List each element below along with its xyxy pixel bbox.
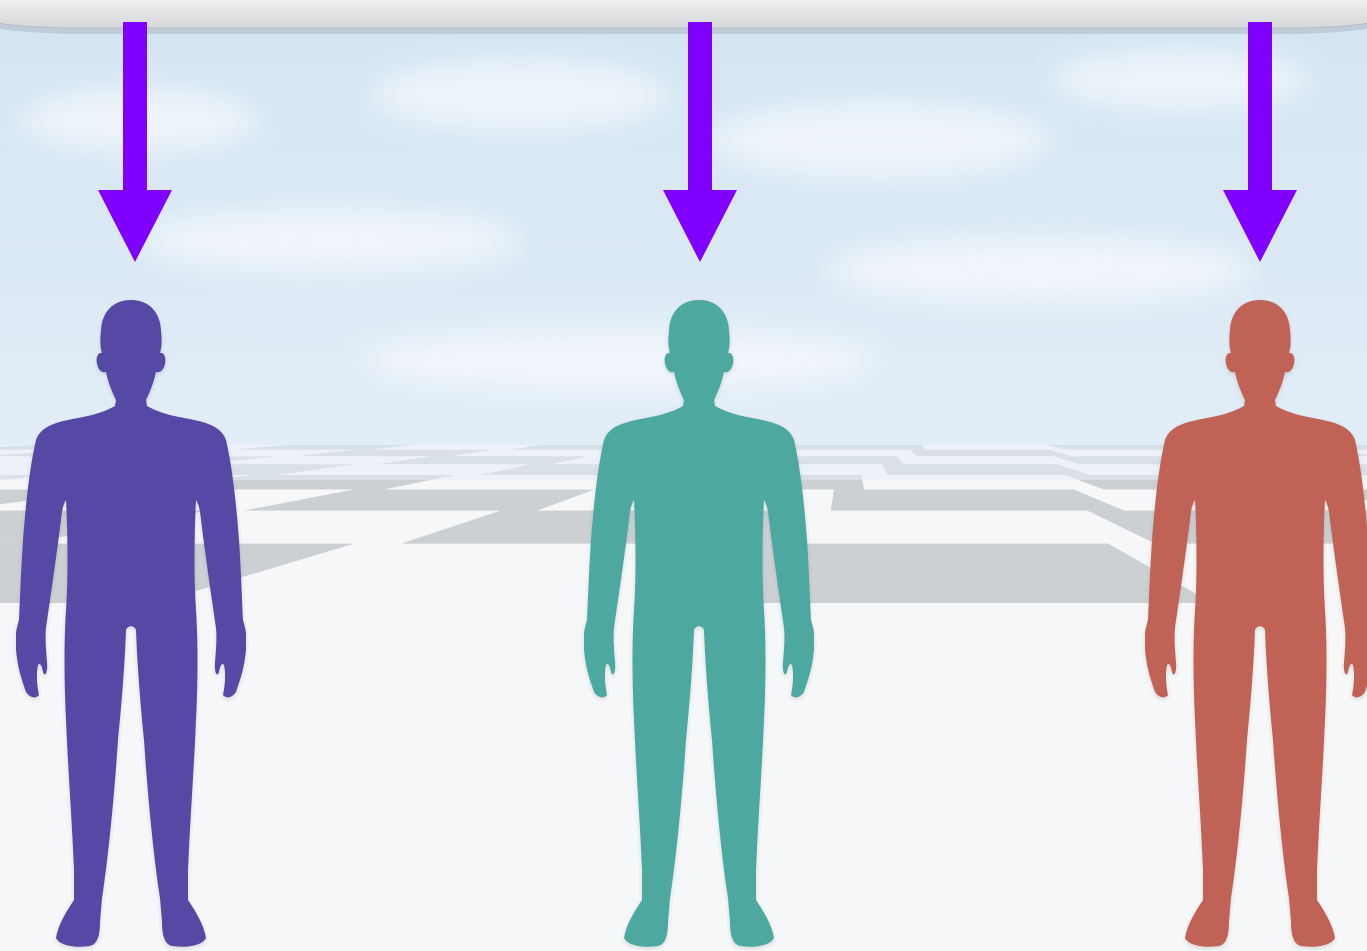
arrow-shaft — [1248, 22, 1272, 212]
top-banner — [0, 0, 1367, 34]
arrow-shaft — [123, 22, 147, 212]
floor-tile — [831, 490, 1124, 511]
arrow-shaft — [688, 22, 712, 212]
